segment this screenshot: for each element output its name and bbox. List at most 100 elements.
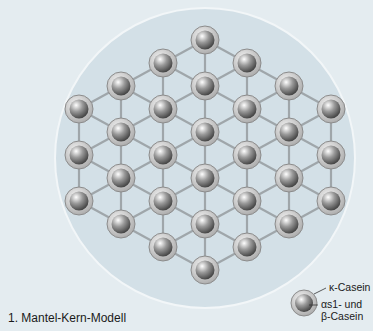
shell <box>107 210 135 238</box>
shell <box>191 26 219 54</box>
core <box>322 146 341 165</box>
submicelle <box>275 72 303 100</box>
submicelle <box>233 95 261 123</box>
core <box>280 123 299 142</box>
core <box>238 100 257 119</box>
micelle-outline <box>55 8 355 308</box>
shell <box>107 164 135 192</box>
submicelle <box>275 118 303 146</box>
core <box>196 215 215 234</box>
core <box>196 261 215 280</box>
part-label: αs1- und β-Casein <box>321 298 371 322</box>
core <box>154 146 173 165</box>
submicelle <box>65 187 93 215</box>
submicelle <box>149 187 177 215</box>
shell <box>107 72 135 100</box>
lattice-lines <box>79 40 331 270</box>
shell <box>191 164 219 192</box>
core <box>112 169 131 188</box>
core <box>295 294 313 312</box>
shell <box>149 187 177 215</box>
submicelle <box>191 26 219 54</box>
core <box>196 77 215 96</box>
core <box>154 238 173 257</box>
core <box>322 192 341 211</box>
shell <box>275 118 303 146</box>
submicelle <box>107 118 135 146</box>
core <box>238 238 257 257</box>
shell <box>65 95 93 123</box>
shell <box>233 49 261 77</box>
submicelle <box>107 72 135 100</box>
caption: 1. Mantel-Kern-Modell <box>8 311 126 325</box>
leader-line <box>309 305 318 306</box>
submicelle <box>233 233 261 261</box>
shell <box>233 233 261 261</box>
shell <box>149 233 177 261</box>
shell <box>65 187 93 215</box>
submicelle <box>191 256 219 284</box>
core <box>280 169 299 188</box>
core <box>196 169 215 188</box>
core <box>238 192 257 211</box>
shell <box>275 210 303 238</box>
submicelle <box>191 164 219 192</box>
shell <box>275 164 303 192</box>
submicelle <box>149 233 177 261</box>
core <box>196 31 215 50</box>
submicelle <box>149 49 177 77</box>
submicelle <box>149 141 177 169</box>
submicelle <box>317 95 345 123</box>
submicelle <box>233 49 261 77</box>
core <box>154 100 173 119</box>
shell <box>149 49 177 77</box>
submicelle <box>275 164 303 192</box>
core <box>112 123 131 142</box>
submicelle <box>191 118 219 146</box>
shell <box>65 141 93 169</box>
key-sphere <box>291 288 326 316</box>
core <box>154 192 173 211</box>
shell <box>191 118 219 146</box>
leader-line <box>314 288 326 294</box>
submicelle <box>65 141 93 169</box>
shell <box>149 95 177 123</box>
submicelles <box>65 26 345 284</box>
core <box>322 100 341 119</box>
submicelle <box>233 141 261 169</box>
core <box>238 146 257 165</box>
shell <box>275 72 303 100</box>
submicelle <box>275 210 303 238</box>
shell <box>317 95 345 123</box>
core <box>238 54 257 73</box>
core <box>196 123 215 142</box>
submicelle <box>191 210 219 238</box>
core <box>70 100 89 119</box>
part-label: κ-Casein <box>329 281 370 293</box>
shell <box>291 290 317 316</box>
shell <box>149 141 177 169</box>
shell <box>107 118 135 146</box>
submicelle <box>191 72 219 100</box>
submicelle <box>233 187 261 215</box>
shell <box>233 141 261 169</box>
core <box>70 192 89 211</box>
core <box>70 146 89 165</box>
shell <box>191 72 219 100</box>
submicelle <box>317 187 345 215</box>
shell <box>317 141 345 169</box>
shell <box>191 210 219 238</box>
core <box>154 54 173 73</box>
core <box>112 77 131 96</box>
submicelle <box>65 95 93 123</box>
submicelle <box>107 164 135 192</box>
submicelle <box>107 210 135 238</box>
core <box>280 215 299 234</box>
core <box>280 77 299 96</box>
submicelle <box>317 141 345 169</box>
shell <box>233 187 261 215</box>
core <box>112 215 131 234</box>
submicelle <box>149 95 177 123</box>
shell <box>191 256 219 284</box>
